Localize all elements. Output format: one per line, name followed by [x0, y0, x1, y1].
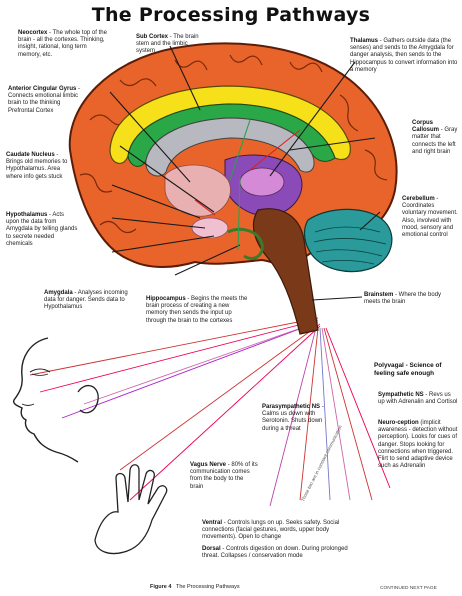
- hand-drawing: [95, 465, 167, 554]
- label-hippocampus: Hippocampus - Begins the meets the brain…: [146, 296, 248, 325]
- continued-note: CONTINUED NEXT PAGE: [380, 586, 437, 591]
- label-polyvagal: Polyvagal - Science of feeling safe enou…: [374, 362, 458, 377]
- figure-caption: Figure 4 The Processing Pathways: [150, 584, 240, 590]
- diagram-title: The Processing Pathways: [0, 4, 462, 26]
- label-ventral: Ventral - Controls lungs on up. Seeks sa…: [202, 520, 358, 542]
- face-profile-drawing: [14, 338, 78, 462]
- label-parasympathetic-ns: Parasympathetic NS - Calms us down with …: [262, 404, 332, 433]
- label-brainstem: Brainstem - Where the body meets the bra…: [364, 292, 454, 306]
- cerebellum-shape: [305, 209, 392, 271]
- hypothalamus-shape: [192, 218, 228, 238]
- label-thalamus: Thalamus - Gathers outside data (the sen…: [350, 38, 458, 74]
- label-dorsal: Dorsal - Controls digestion on down. Dur…: [202, 546, 366, 560]
- label-subcortex: Sub Cortex - The brain stem and the limb…: [136, 34, 206, 56]
- label-cerebellum: Cerebellum - Coordinates voluntary movem…: [402, 196, 458, 239]
- label-corpus-callosum: Corpus Callosum - Gray matter that conne…: [412, 120, 458, 156]
- label-sympathetic-ns: Sympathetic NS - Revs us up with Adrenal…: [378, 392, 458, 406]
- label-vagus-nerve: Vagus Nerve - 80% of its communication c…: [190, 462, 258, 491]
- label-neuroception: Neuro-ception (implicit awareness - dete…: [378, 420, 458, 470]
- label-caudate-nucleus: Caudate Nucleus - Brings old memories to…: [6, 152, 76, 181]
- label-neocortex: Neocortex - The whole top of the brain -…: [18, 30, 110, 59]
- label-hypothalamus: Hypothalamus - Acts upon the data from A…: [6, 212, 78, 248]
- label-amygdala: Amygdala - Analyses incoming data for da…: [44, 290, 130, 312]
- label-anterior-cingular-gyrus: Anterior Cingular Gyrus - Connects emoti…: [8, 86, 80, 115]
- thalamus-inner: [240, 168, 284, 196]
